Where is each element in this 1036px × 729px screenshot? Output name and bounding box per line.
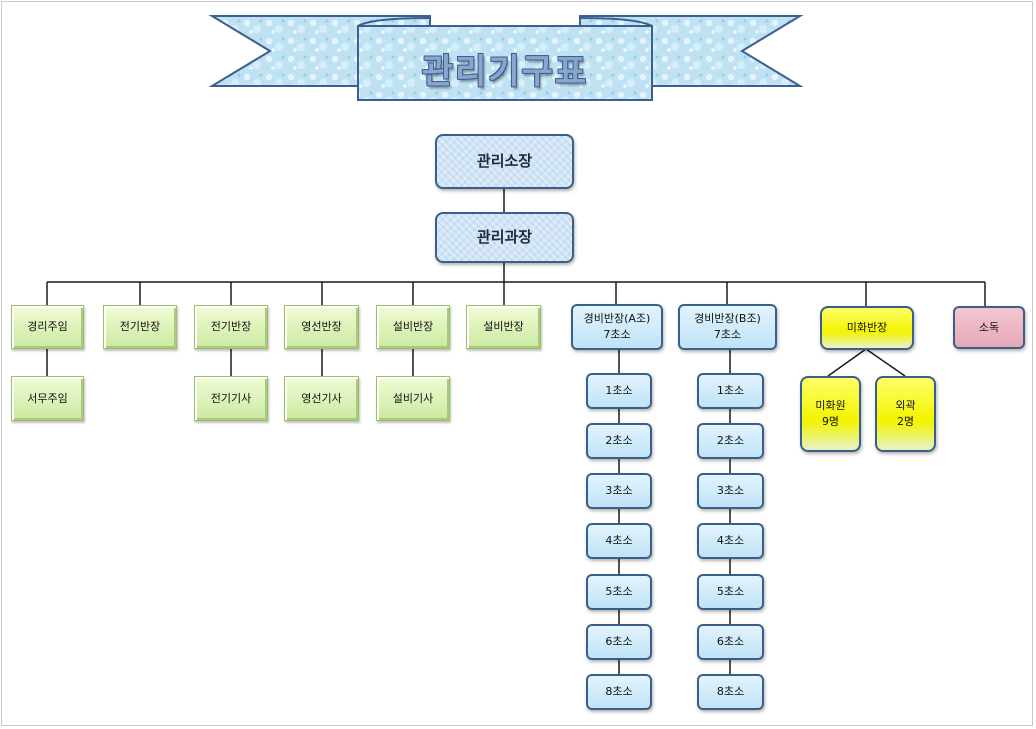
security-b-post-label: 4초소: [716, 534, 745, 548]
disinfection-box: 소독: [953, 306, 1025, 349]
security-a-post-box: 5초소: [586, 574, 652, 610]
electric-tech-label: 전기기사: [210, 391, 252, 405]
repair-tech-box: 영선기사: [284, 376, 359, 421]
security-b-post-label: 8초소: [716, 685, 745, 699]
facility-lead-2-label: 설비반장: [483, 320, 524, 334]
manager-label: 관리과장: [476, 227, 533, 246]
security-b-post-box: 1초소: [697, 373, 764, 409]
facility-tech-box: 설비기사: [376, 376, 450, 421]
security-b-post-label: 1초소: [716, 384, 745, 398]
security-b-title: 경비반장(B조): [694, 312, 761, 326]
security-a-count: 7초소: [603, 328, 631, 341]
repair-tech-label: 영선기사: [301, 391, 342, 405]
electric-lead-1-label: 전기반장: [119, 320, 161, 334]
director-label: 관리소장: [476, 151, 533, 170]
security-a-post-label: 5초소: [605, 585, 633, 599]
facility-lead-1-label: 설비반장: [392, 320, 434, 334]
chart-title: 관리기구표: [421, 52, 589, 92]
security-a-post-box: 2초소: [586, 423, 652, 459]
cleaning-lead-box: 미화반장: [820, 306, 914, 350]
outer-area-box: 외곽 2명: [875, 376, 936, 452]
cleaning-staff-label: 미화원: [815, 399, 846, 413]
security-b-box: 경비반장(B조) 7초소: [678, 304, 777, 350]
title-banner: [208, 15, 804, 101]
facility-lead-2-box: 설비반장: [466, 305, 541, 349]
accounting-lead-box: 경리주임: [11, 305, 84, 349]
banner-center: [357, 25, 653, 101]
security-b-post-box: 3초소: [697, 473, 764, 509]
accounting-lead-label: 경리주임: [27, 320, 68, 334]
electric-tech-box: 전기기사: [194, 376, 268, 421]
outer-area-count: 2명: [896, 415, 915, 428]
security-b-post-box: 6초소: [697, 624, 764, 660]
manager-box: 관리과장: [435, 212, 574, 263]
repair-lead-box: 영선반장: [284, 305, 359, 349]
cleaning-staff-count: 9명: [821, 415, 840, 428]
electric-lead-2-label: 전기반장: [210, 320, 252, 334]
security-b-post-box: 4초소: [697, 523, 764, 559]
security-b-post-box: 2초소: [697, 423, 764, 459]
security-a-post-label: 4초소: [605, 534, 633, 548]
security-a-post-label: 3초소: [605, 484, 633, 498]
security-a-post-label: 8초소: [605, 685, 633, 699]
security-a-post-box: 8초소: [586, 674, 652, 710]
security-a-box: 경비반장(A조) 7초소: [571, 304, 663, 350]
security-b-post-label: 3초소: [716, 484, 745, 498]
security-b-count: 7초소: [713, 328, 742, 341]
cleaning-lead-label: 미화반장: [846, 321, 888, 335]
repair-lead-label: 영선반장: [301, 320, 342, 334]
security-a-post-box: 4초소: [586, 523, 652, 559]
office-staff-label: 서무주임: [27, 391, 68, 405]
security-b-post-label: 5초소: [716, 585, 745, 599]
outer-area-label: 외곽: [895, 399, 916, 413]
security-b-post-label: 6초소: [716, 635, 745, 649]
security-b-post-box: 5초소: [697, 574, 764, 610]
security-a-post-box: 6초소: [586, 624, 652, 660]
security-a-post-box: 3초소: [586, 473, 652, 509]
security-b-post-box: 8초소: [697, 674, 764, 710]
office-staff-box: 서무주임: [11, 376, 84, 421]
electric-lead-1-box: 전기반장: [103, 305, 177, 349]
security-b-post-label: 2초소: [716, 434, 745, 448]
security-a-post-label: 1초소: [605, 384, 633, 398]
disinfection-label: 소독: [978, 320, 1000, 334]
cleaning-staff-box: 미화원 9명: [800, 376, 861, 452]
security-a-post-label: 2초소: [605, 434, 633, 448]
security-a-post-label: 6초소: [605, 635, 633, 649]
director-box: 관리소장: [435, 134, 574, 189]
security-a-post-box: 1초소: [586, 373, 652, 409]
electric-lead-2-box: 전기반장: [194, 305, 268, 349]
facility-tech-label: 설비기사: [392, 391, 434, 405]
security-a-title: 경비반장(A조): [583, 312, 651, 326]
facility-lead-1-box: 설비반장: [376, 305, 450, 349]
